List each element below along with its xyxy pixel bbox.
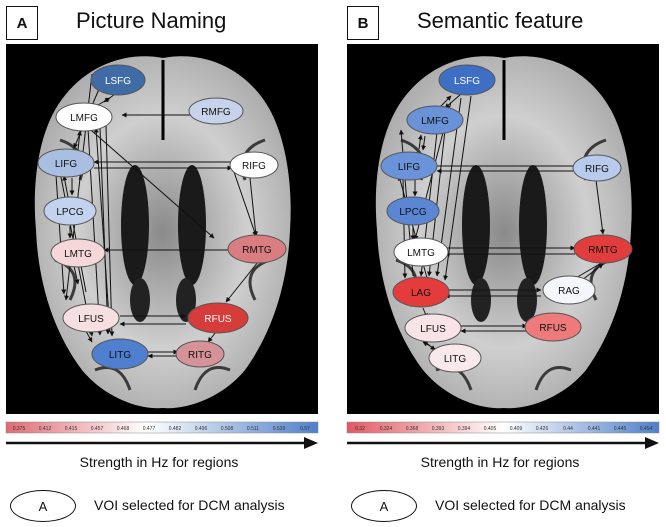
region-node-rfus: RFUS bbox=[524, 312, 582, 342]
svg-text:LIFG: LIFG bbox=[55, 159, 77, 170]
svg-text:LPCG: LPCG bbox=[399, 207, 426, 218]
scale-value: 0.324 bbox=[380, 426, 393, 432]
ventricle-right bbox=[519, 165, 547, 285]
svg-text:LMFG: LMFG bbox=[421, 116, 449, 127]
svg-text:LITG: LITG bbox=[444, 354, 466, 365]
region-node-rfus: RFUS bbox=[187, 302, 249, 334]
svg-text:RMTG: RMTG bbox=[588, 245, 618, 256]
svg-text:LFUS: LFUS bbox=[78, 314, 104, 325]
brain-diagram: LSFG LMFG LIFG RIFG LPCG LMTG bbox=[346, 44, 660, 449]
scale-value: 0.426 bbox=[536, 426, 549, 432]
region-node-lag: LAG bbox=[392, 276, 450, 308]
scale-value: 0.457 bbox=[91, 426, 104, 432]
panel-b: B Semantic feature bbox=[341, 0, 666, 527]
ventricle-left bbox=[462, 165, 490, 285]
region-node-rmfg: RMFG bbox=[188, 97, 244, 125]
region-node-lmfg: LMFG bbox=[406, 105, 464, 135]
svg-text:RMFG: RMFG bbox=[201, 107, 231, 118]
posterior-horn-left bbox=[471, 278, 491, 322]
svg-text:RAG: RAG bbox=[558, 286, 580, 297]
region-node-ritg: RITG bbox=[175, 340, 225, 368]
panel-title: Semantic feature bbox=[417, 8, 584, 33]
region-node-rifg: RIFG bbox=[229, 151, 279, 179]
color-scale: 0.32 0.324 0.368 0.393 0.394 0.405 0.409… bbox=[346, 421, 660, 449]
region-nodes: LSFG LMFG LIFG RIFG LPCG LMTG bbox=[380, 64, 633, 373]
region-node-rmtg: RMTG bbox=[573, 234, 633, 264]
scale-value: 0.508 bbox=[221, 426, 234, 432]
region-nodes: LSFG LMFG RMFG LIFG RIFG LPCG bbox=[37, 64, 287, 370]
scale-value: 0.44 bbox=[563, 426, 573, 432]
scale-value: 0.539 bbox=[273, 426, 286, 432]
svg-text:RITG: RITG bbox=[188, 350, 212, 361]
svg-text:LMTG: LMTG bbox=[64, 249, 92, 260]
scale-value: 0.393 bbox=[432, 426, 445, 432]
region-node-lmtg: LMTG bbox=[50, 238, 106, 268]
region-node-lifg: LIFG bbox=[37, 148, 95, 178]
svg-text:LIFG: LIFG bbox=[398, 162, 420, 173]
svg-text:LPCG: LPCG bbox=[56, 207, 83, 218]
region-node-rifg: RIFG bbox=[572, 154, 622, 182]
scale-value: 0.412 bbox=[39, 426, 52, 432]
legend-voi-text: VOI selected for DCM analysis bbox=[94, 497, 285, 513]
scale-value: 0.445 bbox=[614, 426, 627, 432]
panel-a: A Picture Naming bbox=[0, 0, 325, 527]
scale-value: 0.368 bbox=[406, 426, 419, 432]
scale-value: 0.375 bbox=[13, 426, 26, 432]
svg-text:RMTG: RMTG bbox=[242, 245, 272, 256]
panel-letter: B bbox=[347, 6, 379, 40]
region-node-lpcg: LPCG bbox=[43, 196, 97, 226]
posterior-horn-left bbox=[130, 278, 150, 322]
legend-voi-symbol: A bbox=[351, 490, 417, 522]
svg-text:RIFG: RIFG bbox=[585, 164, 609, 175]
region-node-litg: LITG bbox=[91, 338, 149, 370]
svg-text:LMFG: LMFG bbox=[70, 113, 98, 124]
svg-text:LITG: LITG bbox=[109, 350, 131, 361]
scale-value: 0.441 bbox=[588, 426, 601, 432]
region-node-lifg: LIFG bbox=[380, 151, 438, 181]
scale-value: 0.409 bbox=[510, 426, 523, 432]
scale-value: 0.482 bbox=[169, 426, 182, 432]
region-node-lmtg: LMTG bbox=[393, 237, 449, 267]
scale-value: 0.415 bbox=[65, 426, 78, 432]
posterior-horn-right bbox=[517, 278, 537, 322]
svg-text:RFUS: RFUS bbox=[539, 323, 567, 334]
scale-arrow-icon bbox=[645, 437, 659, 449]
region-node-lmfg: LMFG bbox=[55, 102, 113, 132]
scale-value: 0.511 bbox=[247, 426, 259, 432]
region-node-lfus: LFUS bbox=[62, 303, 120, 333]
ventricle-right bbox=[178, 165, 206, 285]
scale-value: 0.468 bbox=[117, 426, 130, 432]
region-node-lfus: LFUS bbox=[404, 313, 462, 343]
region-node-litg: LITG bbox=[428, 343, 482, 373]
scale-arrow-icon bbox=[304, 437, 318, 449]
legend-voi-symbol: A bbox=[10, 490, 76, 522]
scale-value: 0.394 bbox=[458, 426, 471, 432]
legend-voi-text: VOI selected for DCM analysis bbox=[435, 497, 626, 513]
brain-diagram: LSFG LMFG RMFG LIFG RIFG LPCG bbox=[5, 44, 319, 449]
svg-text:LAG: LAG bbox=[411, 288, 431, 299]
color-scale: 0.375 0.412 0.415 0.457 0.468 0.477 0.48… bbox=[5, 421, 319, 449]
scale-value: 0.57 bbox=[300, 426, 310, 432]
scale-value: 0.405 bbox=[484, 426, 497, 432]
scale-value: 0.454 bbox=[640, 426, 653, 432]
region-node-lpcg: LPCG bbox=[386, 196, 440, 226]
panel-title: Picture Naming bbox=[76, 8, 227, 33]
svg-text:RIFG: RIFG bbox=[242, 161, 266, 172]
region-node-rmtg: RMTG bbox=[227, 234, 287, 264]
scale-value: 0.477 bbox=[143, 426, 156, 432]
scale-value: 0.32 bbox=[355, 426, 365, 432]
region-node-lsfg: LSFG bbox=[438, 64, 496, 96]
region-node-lsfg: LSFG bbox=[90, 64, 146, 96]
region-node-rag: RAG bbox=[542, 275, 596, 305]
svg-text:LFUS: LFUS bbox=[420, 324, 446, 335]
ventricle-left bbox=[121, 165, 149, 285]
svg-text:LMTG: LMTG bbox=[407, 248, 435, 259]
strength-label: Strength in Hz for regions bbox=[79, 454, 239, 470]
scale-value: 0.496 bbox=[195, 426, 208, 432]
strength-label: Strength in Hz for regions bbox=[420, 454, 580, 470]
svg-text:RFUS: RFUS bbox=[204, 314, 232, 325]
svg-text:LSFG: LSFG bbox=[454, 76, 480, 87]
svg-text:LSFG: LSFG bbox=[105, 76, 131, 87]
panel-letter: A bbox=[6, 6, 38, 40]
